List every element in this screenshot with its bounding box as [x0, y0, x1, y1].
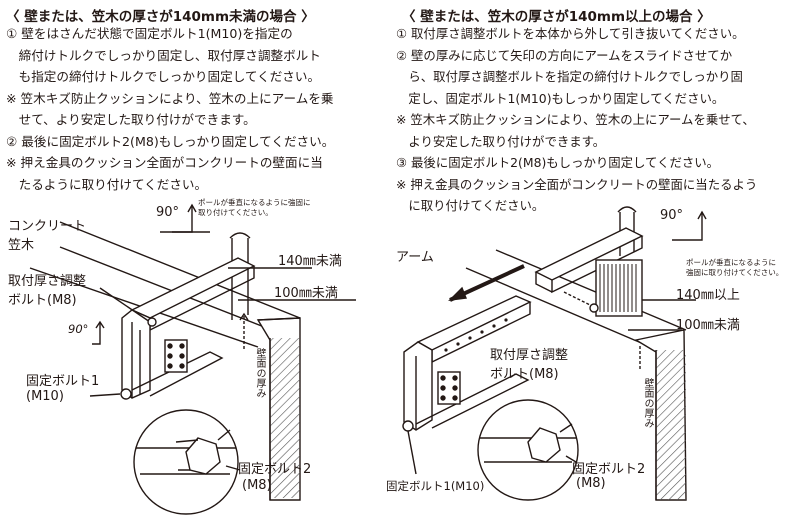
cushion-block: [595, 259, 643, 317]
label-adjust-bolt-1: 取付厚さ調整: [490, 348, 569, 363]
note-pole-vertical-2: 強固に取り付けてください。: [686, 268, 784, 277]
dim-100: 100㎜未満: [274, 286, 338, 301]
label-concrete: コンクリート: [8, 219, 87, 234]
fix-bolt-2: [527, 427, 561, 463]
label-angle-arm: 90°: [68, 322, 89, 336]
pole: [231, 238, 249, 320]
right-step-line: ① 取付厚さ調整ボルトを本体から外して引き抜いてください。: [396, 26, 745, 41]
right-note-line: ※ 押え金具のクッション全面がコンクリートの壁面に当たるよう: [396, 176, 758, 192]
label-wall-thickness: 壁面の厚み: [254, 348, 265, 398]
note-pole-vertical-2: 取り付けてください。: [198, 208, 273, 217]
label-fix-bolt-2: 固定ボルト2: [572, 462, 646, 477]
label-adjust-bolt-1: 取付厚さ調整: [8, 274, 87, 289]
left-note-line: ※ 笠木キズ防止クッションにより、笠木の上にアームを乗: [6, 90, 334, 106]
left-step-line: ② 最後に固定ボルト2(M8)もしっかり固定してください。: [6, 133, 335, 149]
left-note-line: たるように取り付けてください。: [6, 176, 208, 192]
right-heading: 〈 壁または、笠木の厚さが140mm以上の場合 〉: [402, 9, 711, 25]
label-adjust-bolt-2: ボルト(M8): [8, 293, 77, 308]
right-diagram: [402, 206, 707, 501]
dim-100: 100㎜未満: [676, 318, 740, 333]
right-instructions: ① 取付厚さ調整ボルトを本体から外して引き抜いてください。 ② 壁の厚みに応じて…: [396, 23, 757, 217]
right-step-line: 定し、固定ボルト1(M10)もしっかり固定してください。: [396, 90, 725, 106]
clamp-body: [403, 341, 433, 431]
fix-bolt-2: [185, 437, 221, 475]
detail-magnifier: [477, 399, 579, 501]
detail-magnifier: [133, 409, 239, 515]
left-step-line: 締付けトルクでしっかり固定し、取付厚さ調整ボルト: [6, 47, 321, 63]
right-note-line: ※ 笠木キズ防止クッションにより、笠木の上にアームを乗せて、: [396, 112, 755, 127]
fix-bolt-1: [402, 420, 414, 432]
left-instructions: ① 壁をはさんだ状態で固定ボルト1(M10)を指定の 締付けトルクでしっかり固定…: [6, 23, 334, 195]
clamp-body: [121, 309, 151, 399]
label-fix-bolt-1-size: (M10): [26, 389, 64, 404]
label-fix-bolt-1: 固定ボルト1(M10): [386, 479, 485, 493]
right-step-line: ら、取付厚さ調整ボルトを指定の締付けトルクでしっかり固: [396, 69, 743, 84]
left-diagram: [29, 203, 356, 515]
label-fix-bolt-2-size: (M8): [242, 478, 272, 493]
note-pole-vertical-1: ポールが垂直になるように: [686, 258, 776, 267]
adjust-bolt: [147, 317, 157, 327]
label-wall-thickness: 壁面の厚み: [642, 378, 653, 428]
wall-thickness-text: 壁面の厚み: [254, 348, 265, 398]
label-fix-bolt-1: 固定ボルト1: [26, 374, 100, 389]
fix-bolt-1: [120, 388, 132, 400]
label-fix-bolt-2: 固定ボルト2: [238, 462, 312, 477]
label-fix-bolt-2-size: (M8): [576, 476, 606, 491]
right-step-line: ③ 最後に固定ボルト2(M8)もしっかり固定してください。: [396, 155, 720, 170]
label-kasagi: 笠木: [8, 238, 35, 253]
label-arm: アーム: [396, 250, 434, 265]
dim-140: 140㎜以上: [676, 288, 740, 303]
wall-top-line: [59, 221, 301, 319]
dim-140: 140㎜未満: [278, 254, 342, 269]
left-heading: 〈 壁または、笠木の厚さが140mm未満の場合 〉: [6, 9, 315, 25]
left-step-line: ① 壁をはさんだ状態で固定ボルト1(M10)を指定の: [6, 26, 293, 41]
label-angle-top: 90°: [156, 205, 180, 220]
note-pole-vertical-1: ポールが垂直になるように強固に: [198, 198, 311, 207]
left-step-line: も指定の締付けトルクでしっかり固定してください。: [6, 69, 321, 84]
wall-thickness-text: 壁面の厚み: [642, 378, 653, 428]
right-note-line: に取り付けてください。: [396, 198, 545, 213]
right-note-line: より安定した取り付けができます。: [396, 133, 606, 149]
left-note-line: ※ 押え金具のクッション全面がコンクリートの壁面に当: [6, 155, 323, 170]
left-note-line: せて、より安定した取り付けができます。: [6, 112, 256, 127]
label-angle-top: 90°: [660, 208, 684, 223]
label-adjust-bolt-2: ボルト(M8): [490, 367, 559, 382]
right-step-line: ② 壁の厚みに応じて矢印の方向にアームをスライドさせてか: [396, 47, 733, 63]
adjust-bolt: [589, 303, 599, 313]
